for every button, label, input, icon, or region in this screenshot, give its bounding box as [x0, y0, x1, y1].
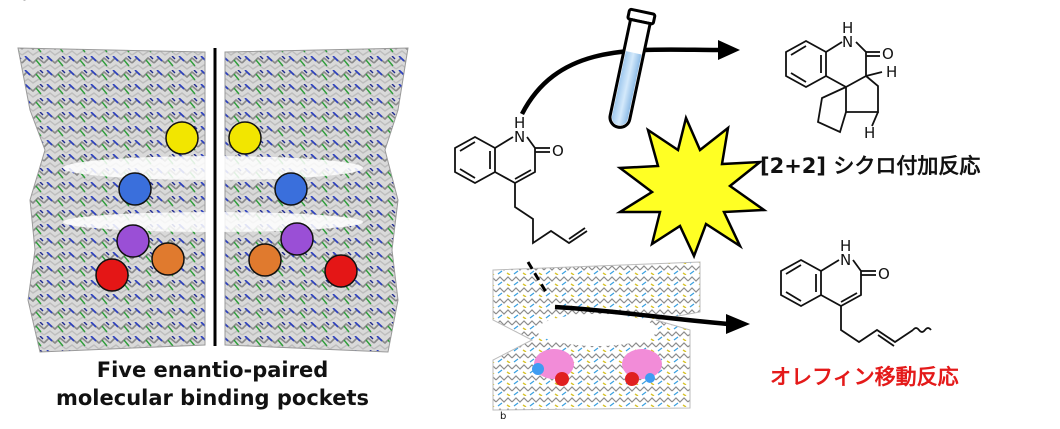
- cage-structure: [17, 47, 409, 353]
- left-caption-line2: molecular binding pockets: [56, 386, 369, 410]
- test-tube-icon: [608, 7, 657, 129]
- start-H-label: H: [514, 114, 525, 132]
- pocket-yellow-right: [228, 121, 262, 155]
- cyclo-O-label: O: [882, 45, 894, 63]
- olefin-O-label: O: [878, 265, 890, 283]
- left-caption: Five enantio-paired molecular binding po…: [30, 356, 395, 412]
- cycloaddition-arrow: [519, 40, 740, 116]
- cyclo-ring-H1-label: H: [886, 63, 897, 81]
- pocket-purple-right: [280, 222, 314, 256]
- light-irradiation-starburst: [615, 114, 768, 260]
- pocket-orange-right: [248, 243, 282, 277]
- pocket-purple-left: [116, 224, 150, 258]
- pocket-orange-left: [151, 242, 185, 276]
- guest-molecules: [532, 349, 662, 386]
- pocket-blue-left: [118, 172, 152, 206]
- hv-label: hv: [0, 0, 34, 7]
- cage-left-half: [17, 47, 206, 353]
- pocket-yellow-left: [165, 121, 199, 155]
- cycloaddition-label: [2+2] シクロ付加反応: [760, 154, 981, 178]
- cyclo-N-label: N: [842, 33, 853, 51]
- cage-lower-cavity: [63, 212, 363, 232]
- pocket-red-right: [324, 254, 358, 288]
- axis-b-label: b: [500, 411, 506, 422]
- olefin-migration-arrow: [554, 304, 750, 334]
- binding-pocket-markers: [95, 121, 358, 292]
- olefin-N-label: N: [840, 251, 851, 269]
- olefin-product-structure: [780, 258, 932, 347]
- pocket-blue-right: [274, 172, 308, 206]
- olefin-migration-label: オレフィン移動反応: [770, 365, 959, 389]
- start-O-label: O: [552, 142, 564, 160]
- cage-snapshot: b: [492, 261, 701, 422]
- cyclo-H-top-label: H: [842, 19, 853, 37]
- cyclo-ring-H2-label: H: [864, 124, 875, 142]
- start-N-label: N: [514, 128, 525, 146]
- left-caption-line1: Five enantio-paired: [96, 358, 329, 382]
- cage-upper-cavity: [63, 156, 363, 180]
- starting-material-structure: [454, 135, 588, 245]
- cage-right-half: [224, 47, 409, 353]
- olefin-H-label: H: [840, 237, 851, 255]
- cycloaddition-product-structure: [785, 39, 883, 134]
- pocket-red-left: [95, 258, 129, 292]
